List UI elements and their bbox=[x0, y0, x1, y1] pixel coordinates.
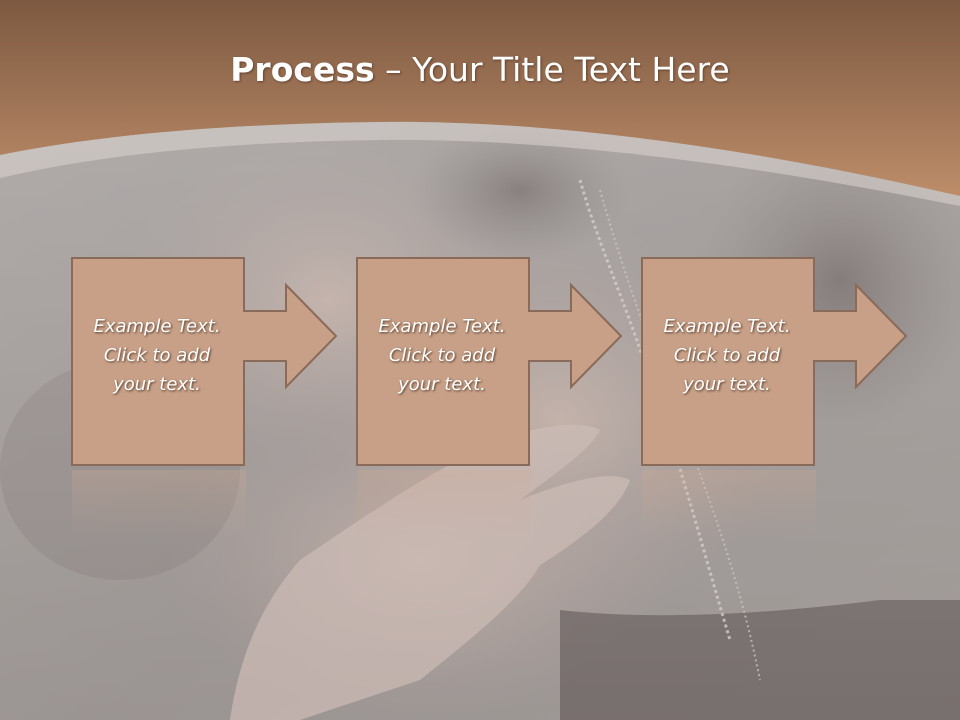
title-bold-part: Process bbox=[230, 50, 375, 89]
slide-title[interactable]: Process – Your Title Text Here bbox=[0, 50, 960, 89]
process-step-1[interactable]: Example Text. Click to add your text. bbox=[70, 256, 340, 468]
title-rest-part: – Your Title Text Here bbox=[374, 50, 730, 89]
step-reflection-2 bbox=[357, 470, 531, 540]
step-text-2[interactable]: Example Text. Click to add your text. bbox=[378, 316, 506, 395]
process-step-2[interactable]: Example Text. Click to add your text. bbox=[355, 256, 625, 468]
process-box-arrow-3 bbox=[641, 257, 908, 466]
process-box-arrow-2 bbox=[356, 257, 623, 466]
step-text-1[interactable]: Example Text. Click to add your text. bbox=[93, 316, 221, 395]
step-reflection-1 bbox=[72, 470, 246, 540]
step-reflection-3 bbox=[642, 470, 816, 540]
step-text-3[interactable]: Example Text. Click to add your text. bbox=[663, 316, 791, 395]
process-box-arrow-1 bbox=[71, 257, 338, 466]
process-step-3[interactable]: Example Text. Click to add your text. bbox=[640, 256, 910, 468]
